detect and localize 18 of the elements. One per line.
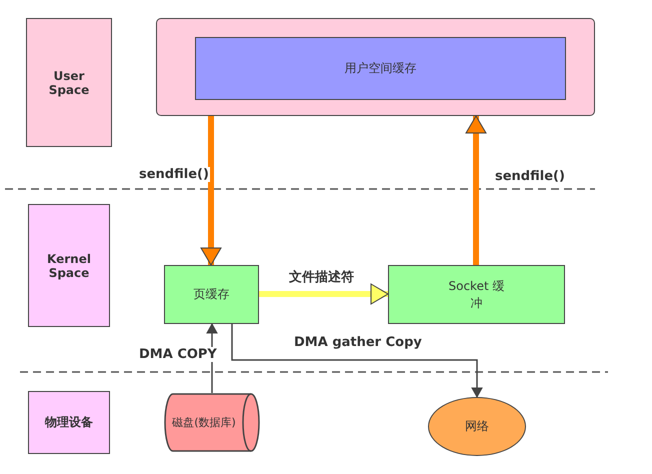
container-box (156, 18, 595, 116)
arrow (200, 116, 222, 266)
arrow (466, 116, 486, 265)
network-ellipse: 网络 (428, 397, 526, 456)
arrow (231, 324, 482, 398)
label-box: User Space (26, 18, 112, 147)
buffer-box: 用户空间缓存 (195, 37, 566, 100)
edge-label: DMA COPY (138, 347, 218, 362)
arrow (259, 284, 388, 304)
edge-label: sendfile() (494, 169, 566, 184)
label-box: 物理设备 (28, 391, 110, 454)
label-box: Kernel Space (28, 204, 110, 327)
disk-cylinder: 磁盘(数据库) (164, 393, 260, 452)
buffer-box: Socket 缓冲 (388, 265, 565, 324)
edge-label: sendfile() (138, 167, 210, 182)
edge-label: DMA gather Copy (293, 335, 423, 350)
edge-label: 文件描述符 (288, 268, 355, 286)
buffer-box: 页缓存 (164, 265, 259, 324)
